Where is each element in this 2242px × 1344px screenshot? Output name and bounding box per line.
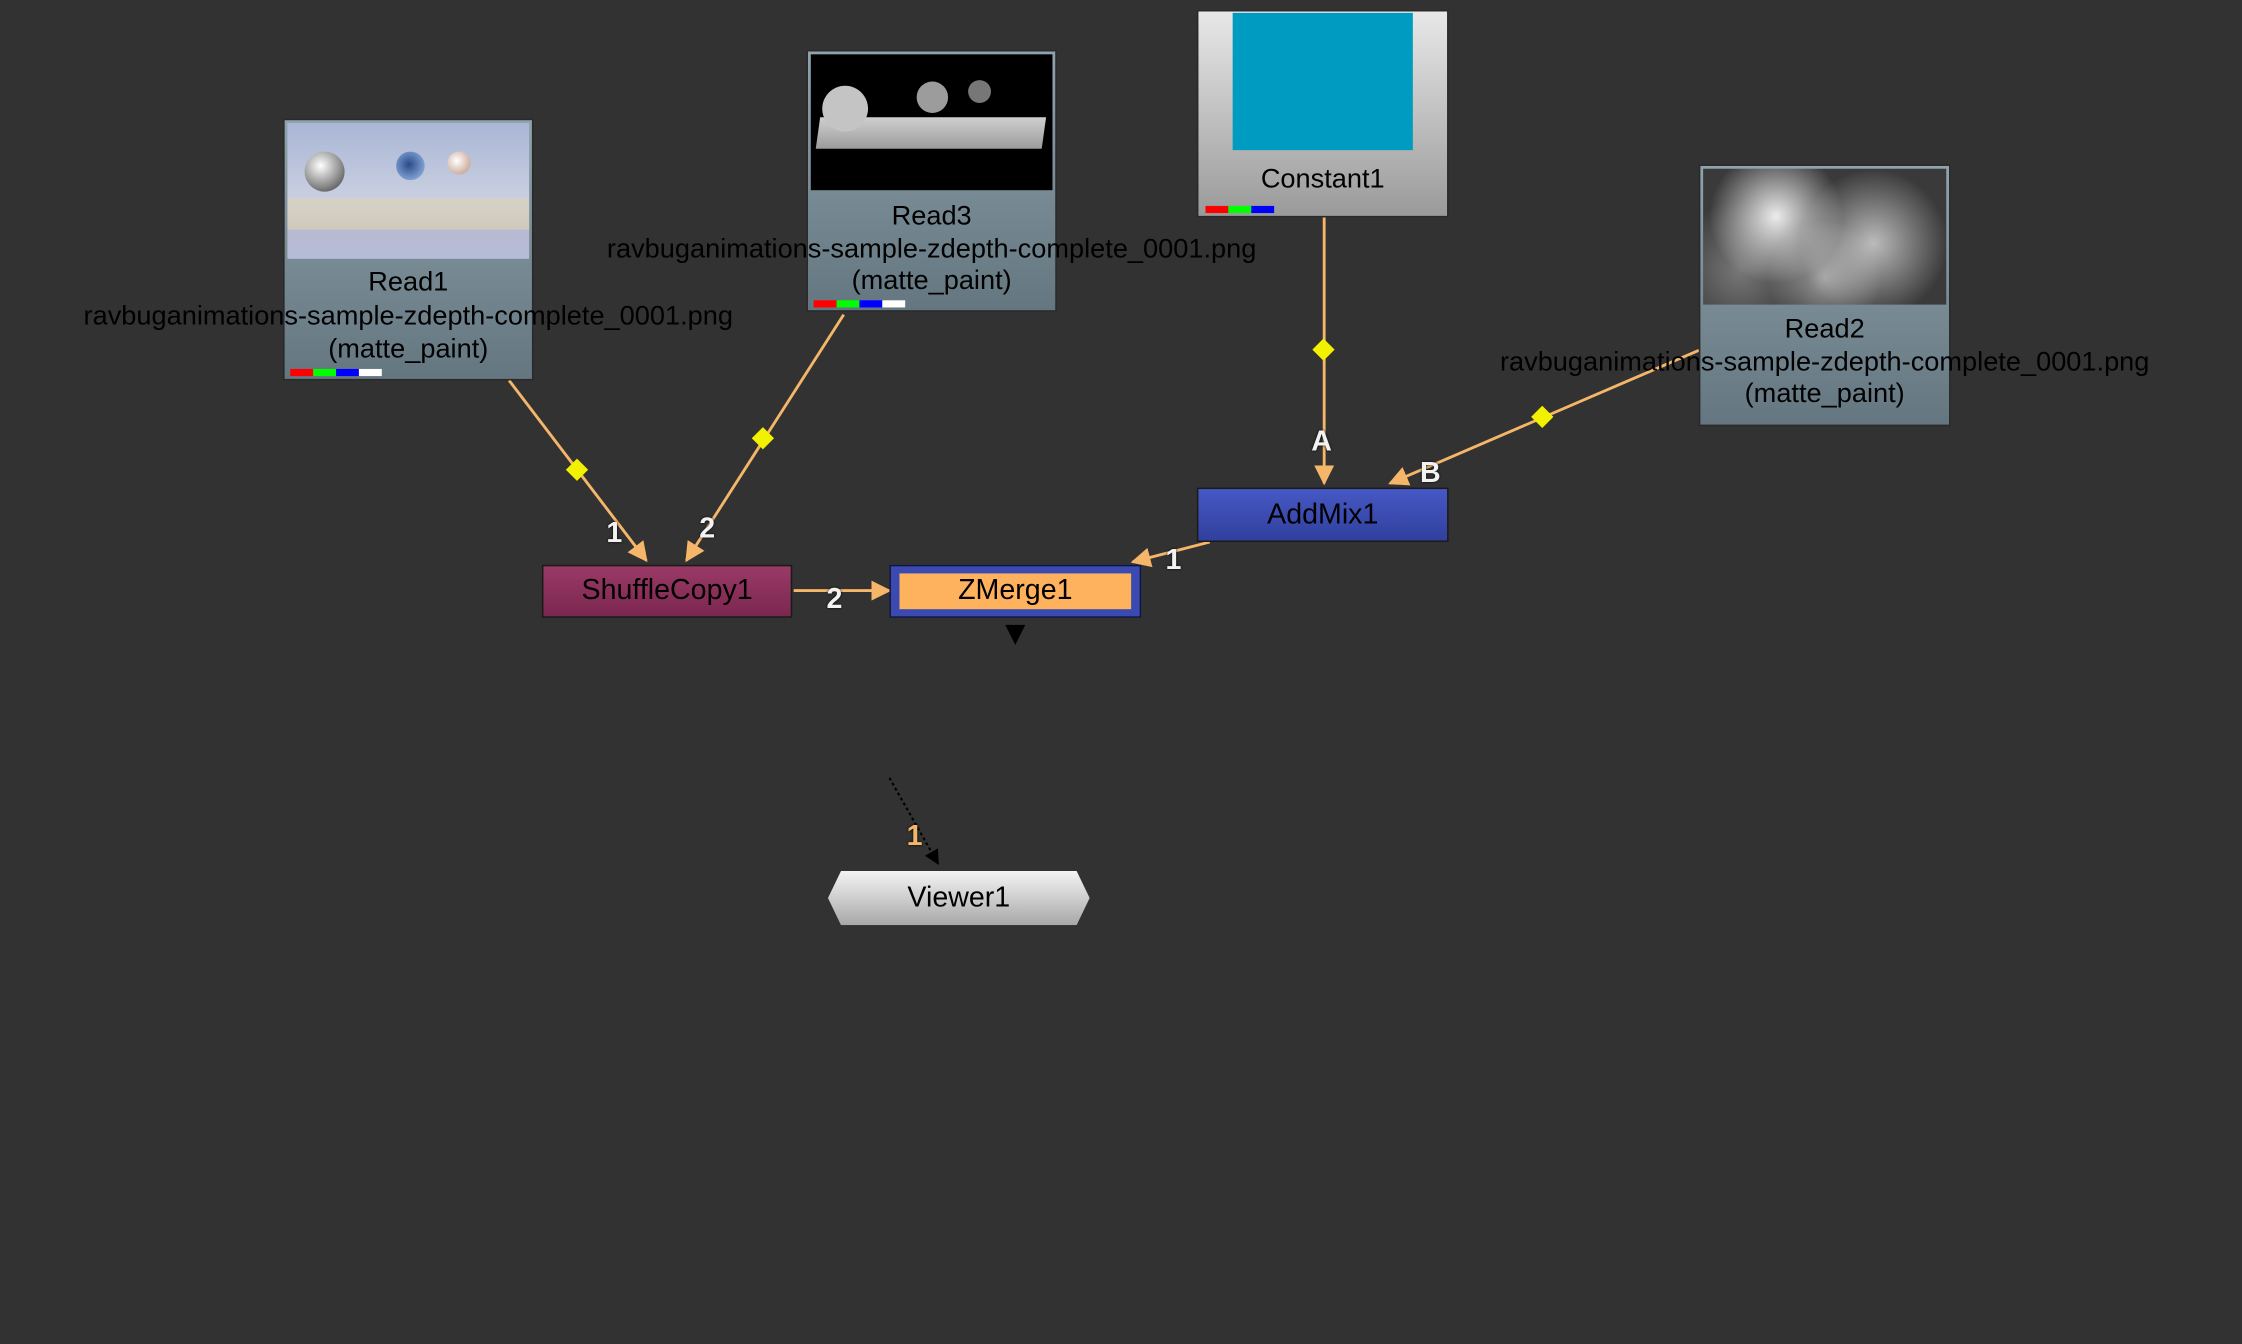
read1-channel-alpha <box>358 368 382 377</box>
sphere-chrome <box>304 151 345 192</box>
shufflecopy-input-2-label: 2 <box>699 513 716 545</box>
read2-title: Read2 <box>1784 314 1865 345</box>
read1-filename: ravbuganimations-sample-zdepth-complete_… <box>83 301 733 332</box>
zmerge1-body: ZMerge1 <box>899 573 1132 610</box>
depth-sphere-mid <box>916 81 949 113</box>
zmerge-input-2-label: 2 <box>826 583 843 615</box>
wire-dot-constant[interactable] <box>1312 338 1335 361</box>
read3-channel-red <box>813 300 837 308</box>
read1-channel-green <box>313 368 337 377</box>
wire-viewer-input[interactable] <box>888 777 940 866</box>
read1-node[interactable]: Read1 ravbuganimations-sample-zdepth-com… <box>84 118 733 381</box>
read2-filename: ravbuganimations-sample-zdepth-complete_… <box>1499 347 2150 378</box>
read3-layer: (matte_paint) <box>851 265 1012 297</box>
wire-dot-read2[interactable] <box>1531 405 1554 428</box>
constant1-channel-green <box>1228 205 1252 214</box>
read3-channel-blue <box>859 300 883 308</box>
viewer-input-1-label: 1 <box>906 820 923 853</box>
read1-layer: (matte_paint) <box>328 334 489 365</box>
addmix1-title: AddMix1 <box>1267 498 1379 530</box>
sphere-white <box>447 151 471 175</box>
read3-thumbnail <box>810 54 1053 191</box>
viewer1-title: Viewer1 <box>907 881 1011 914</box>
read2-node[interactable]: Read2 ravbuganimations-sample-zdepth-com… <box>1500 164 2149 427</box>
viewer1-node[interactable]: Viewer1 <box>827 870 1090 926</box>
shufflecopy-input-1-label: 1 <box>606 517 623 550</box>
sphere-glass <box>396 151 425 181</box>
addmix-input-b-label: B <box>1419 457 1441 490</box>
wire-addmix-to-zmerge[interactable] <box>1130 540 1211 568</box>
read1-title: Read1 <box>368 267 449 298</box>
constant1-color-swatch <box>1232 12 1413 151</box>
read2-layer: (matte_paint) <box>1744 378 1905 409</box>
depth-sphere-large <box>822 85 869 132</box>
read3-channel-alpha <box>882 300 906 308</box>
constant1-channel-blue <box>1251 205 1275 214</box>
read1-thumbnail <box>287 122 530 259</box>
constant1-title: Constant1 <box>1260 164 1385 195</box>
constant1-node[interactable]: Constant1 <box>1196 10 1449 218</box>
node-graph-wires <box>507 217 1700 866</box>
shufflecopy1-node[interactable]: ShuffleCopy1 <box>541 564 793 618</box>
addmix-input-a-label: A <box>1311 426 1332 458</box>
depth-sphere-small <box>968 80 991 103</box>
shufflecopy1-title: ShuffleCopy1 <box>581 574 753 607</box>
read3-title: Read3 <box>891 201 972 232</box>
read1-channel-blue <box>336 368 359 377</box>
read2-thumbnail <box>1703 168 1947 305</box>
zmerge1-node[interactable]: ZMerge1 <box>889 564 1142 618</box>
zmerge-input-1-label: 1 <box>1165 544 1182 577</box>
read1-channel-red <box>290 368 314 377</box>
addmix1-node[interactable]: AddMix1 <box>1196 487 1449 542</box>
constant1-channel-red <box>1205 205 1229 214</box>
read3-node[interactable]: Read3 ravbuganimations-sample-zdepth-com… <box>607 50 1256 312</box>
zmerge-output-arrow[interactable] <box>1005 624 1026 645</box>
zmerge1-title: ZMerge1 <box>958 574 1073 607</box>
read3-filename: ravbuganimations-sample-zdepth-complete_… <box>606 234 1257 265</box>
read3-channel-green <box>836 300 860 308</box>
